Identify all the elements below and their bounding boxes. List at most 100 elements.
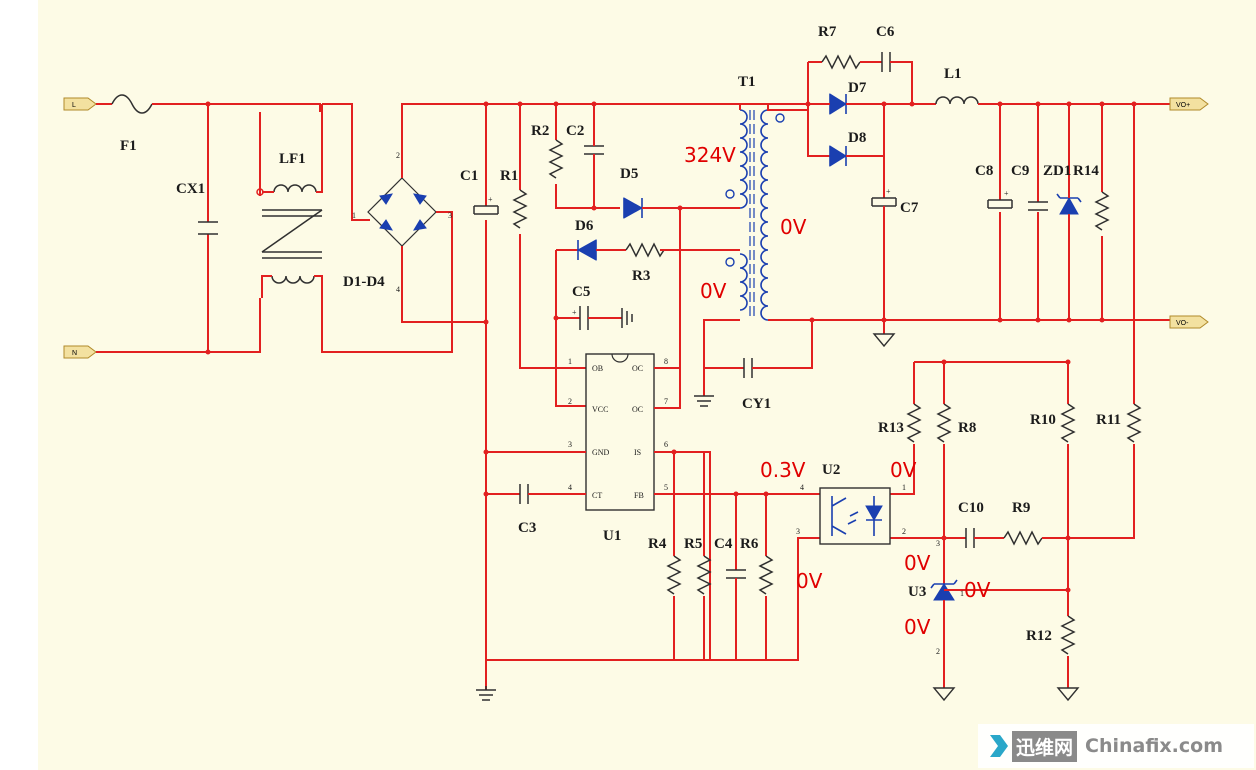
label-cx1: CX1 — [176, 181, 205, 197]
label-r4: R4 — [648, 536, 667, 552]
svg-text:3: 3 — [448, 211, 452, 220]
capacitor-c10-symbol — [965, 528, 975, 548]
optocoupler-u2: 4 3 1 2 — [796, 483, 906, 545]
ground-primary-icon — [476, 686, 496, 701]
label-t1: T1 — [738, 74, 756, 90]
resistor-r7-symbol — [821, 54, 861, 70]
capacitor-c4-symbol — [726, 569, 746, 579]
label-r9: R9 — [1012, 500, 1030, 516]
svg-text:2: 2 — [902, 527, 906, 536]
label-c1: C1 — [460, 168, 478, 184]
chevron-logo-icon — [990, 735, 1008, 757]
svg-text:7: 7 — [664, 397, 668, 406]
label-c8: C8 — [975, 163, 993, 179]
voltage-u3-anode: 0V — [904, 615, 931, 639]
resistor-r9-symbol — [1003, 530, 1043, 546]
svg-text:OB: OB — [592, 364, 603, 373]
watermark: 迅维网 Chinafix.com — [978, 724, 1254, 768]
ground-c5-icon — [621, 308, 633, 328]
capacitor-cx1-symbol — [198, 221, 218, 235]
capacitor-c8-symbol — [987, 199, 1013, 209]
capacitor-c6-symbol — [881, 52, 891, 72]
svg-text:1: 1 — [902, 483, 906, 492]
label-c3: C3 — [518, 520, 536, 536]
capacitor-c2-symbol — [584, 145, 604, 155]
voltage-u2-emitter: 0V — [796, 569, 823, 593]
label-u2: U2 — [822, 462, 840, 478]
capacitor-c3-symbol — [519, 484, 529, 504]
svg-text:VO+: VO+ — [1176, 102, 1190, 109]
label-d8: D8 — [848, 130, 866, 146]
input-port-l: L — [63, 97, 97, 111]
svg-text:2: 2 — [396, 151, 400, 160]
svg-text:N: N — [72, 350, 77, 357]
svg-text:8: 8 — [664, 357, 668, 366]
output-port-vo-neg: VO- — [1169, 315, 1209, 329]
label-r13: R13 — [878, 420, 904, 436]
label-r2: R2 — [531, 123, 549, 139]
output-port-vo-pos: VO+ — [1169, 97, 1209, 111]
resistor-r13-symbol — [906, 403, 922, 443]
label-d5: D5 — [620, 166, 638, 182]
resistor-r10-symbol — [1060, 403, 1076, 443]
svg-text:4: 4 — [396, 285, 400, 294]
svg-text:GND: GND — [592, 448, 610, 457]
resistor-r3-symbol — [625, 242, 665, 258]
ground-r12-icon — [1056, 687, 1080, 702]
watermark-en: Chinafix.com — [1085, 735, 1224, 757]
svg-text:+: + — [572, 308, 577, 317]
label-zd1: ZD1 — [1043, 163, 1071, 179]
label-u3: U3 — [908, 584, 926, 600]
inductor-l1-symbol — [935, 96, 979, 105]
voltage-primary: 324V — [684, 143, 736, 167]
label-c5: C5 — [572, 284, 590, 300]
label-cy1: CY1 — [742, 396, 771, 412]
resistor-r1-symbol — [512, 189, 528, 229]
capacitor-c7-symbol — [871, 197, 897, 207]
svg-text:1: 1 — [960, 589, 964, 598]
svg-text:VO-: VO- — [1176, 320, 1189, 327]
label-c7: C7 — [900, 200, 919, 216]
voltage-u3-cathode: 0V — [904, 551, 931, 575]
svg-text:L: L — [72, 102, 76, 109]
svg-text:OC: OC — [632, 364, 643, 373]
resistor-r14-symbol — [1094, 191, 1110, 231]
svg-text:5: 5 — [664, 483, 668, 492]
label-c10: C10 — [958, 500, 984, 516]
input-port-n: N — [63, 345, 97, 359]
voltage-aux-1: 0V — [780, 215, 807, 239]
svg-text:2: 2 — [936, 647, 940, 656]
svg-text:6: 6 — [664, 440, 668, 449]
label-l1: L1 — [944, 66, 962, 82]
svg-text:IS: IS — [634, 448, 641, 457]
capacitor-c1-symbol — [473, 205, 499, 215]
resistor-r8-symbol — [936, 403, 952, 443]
choke-lf1-upper-symbol — [273, 184, 317, 193]
ground-u3-icon — [932, 687, 956, 702]
capacitor-cy1-symbol — [743, 358, 753, 378]
schematic-background — [38, 0, 1256, 770]
svg-text:4: 4 — [800, 483, 804, 492]
svg-text:VCC: VCC — [592, 405, 608, 414]
svg-text:1: 1 — [568, 357, 572, 366]
label-d6: D6 — [575, 218, 594, 234]
voltage-u3-ref: 0V — [964, 578, 991, 602]
svg-text:+: + — [488, 195, 493, 204]
svg-text:OC: OC — [632, 405, 643, 414]
label-r1: R1 — [500, 168, 518, 184]
label-r14: R14 — [1073, 163, 1099, 179]
fuse-f1-symbol — [111, 94, 153, 114]
resistor-r4-symbol — [666, 555, 682, 595]
svg-text:FB: FB — [634, 491, 644, 500]
resistor-r6-symbol — [758, 555, 774, 595]
svg-text:CT: CT — [592, 491, 602, 500]
resistor-r5-symbol — [696, 555, 712, 595]
label-r6: R6 — [740, 536, 759, 552]
label-r7: R7 — [818, 24, 837, 40]
svg-text:+: + — [1004, 189, 1009, 198]
diode-d5 — [623, 197, 644, 219]
diode-d6 — [576, 239, 597, 261]
svg-text:2: 2 — [568, 397, 572, 406]
